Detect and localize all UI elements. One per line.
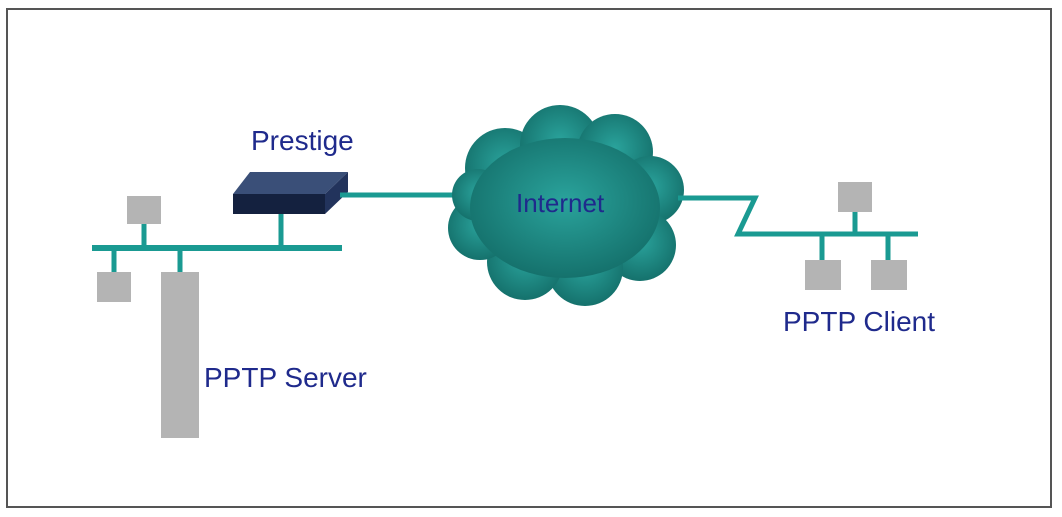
internet-label: Internet: [516, 188, 605, 218]
server-icon: [161, 272, 199, 438]
pptp-client-label: PPTP Client: [783, 306, 935, 337]
client-host-top-icon: [838, 182, 872, 212]
client-host-left-icon: [805, 260, 841, 290]
prestige-label: Prestige: [251, 125, 354, 156]
client-host-right-icon: [871, 260, 907, 290]
internet-client-link: [678, 195, 918, 237]
pptp-server-label: PPTP Server: [204, 362, 367, 393]
router-icon: [233, 172, 348, 214]
left-host-top-icon: [127, 196, 161, 224]
cloud-icon: [448, 105, 684, 306]
left-host-bottom-icon: [97, 272, 131, 302]
